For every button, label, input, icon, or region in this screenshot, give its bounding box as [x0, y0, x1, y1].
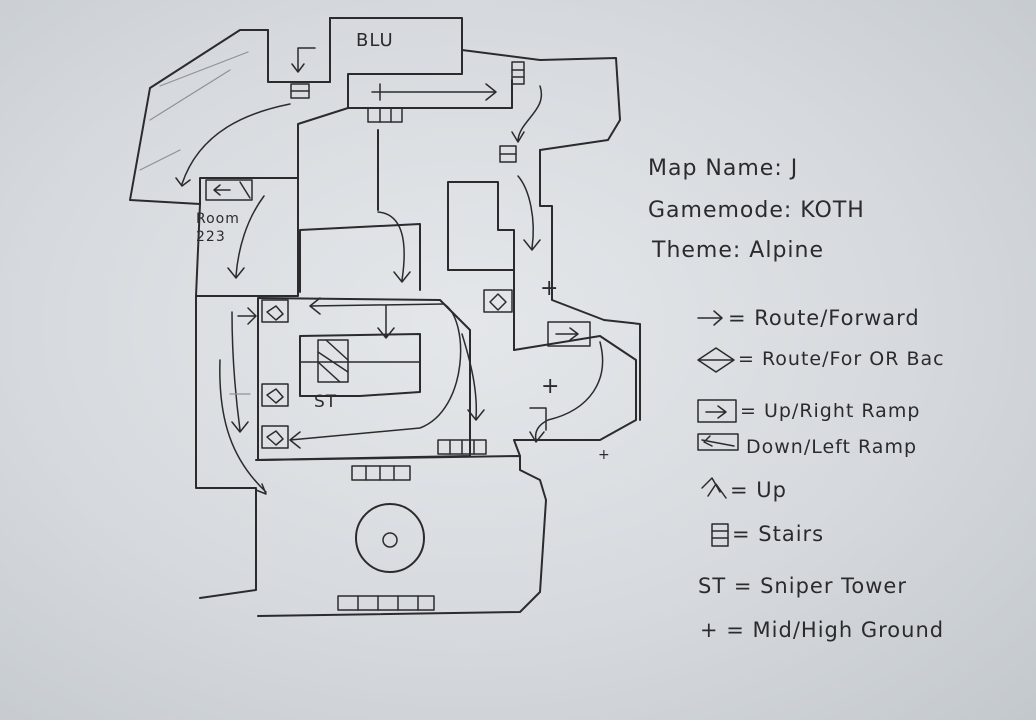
- ramp-mid-2: [261, 383, 289, 407]
- gamemode-text: Gamemode: KOTH: [648, 198, 865, 223]
- mid-route-curve: [289, 303, 462, 449]
- ramp-mid-1: [261, 299, 289, 323]
- legend-stairs-icon: [711, 523, 729, 547]
- legend-up-chevron-icon: [701, 477, 727, 499]
- right-room-outline: [513, 335, 637, 441]
- legend-down-left-ramp-icon: [697, 433, 739, 451]
- control-point-outer: [355, 503, 425, 573]
- legend-up-right-ramp-icon: [697, 399, 737, 423]
- stairs-lower-1: [351, 465, 411, 481]
- blu-base-outline: [267, 17, 513, 109]
- mid-route-right: [461, 333, 485, 421]
- legend-stairs: = Stairs: [732, 522, 825, 546]
- room-223-outline: [195, 177, 299, 297]
- left-outer-wall: [195, 295, 257, 599]
- room-223-ramp: [205, 179, 253, 201]
- blu-base-left-wing: [129, 29, 269, 205]
- control-point-inner: [382, 532, 398, 548]
- right-entry-ramp: [547, 321, 591, 347]
- right-tower-route: [511, 85, 543, 143]
- stairs-blu-right: [511, 61, 525, 85]
- mid-route-down: [377, 305, 395, 339]
- legend-route-forward: = Route/Forward: [728, 306, 920, 330]
- ramp-mid-3: [261, 425, 289, 449]
- legend-arrow-icon: [697, 310, 723, 326]
- left-route-1: [231, 311, 249, 433]
- blu-exit-arrow: [175, 103, 291, 187]
- legend-sniper-tower: ST = Sniper Tower: [698, 574, 907, 598]
- right-column-wall: [539, 149, 641, 421]
- ramp-center-dark: [317, 339, 349, 383]
- legend-mid-high-ground: + = Mid/High Ground: [700, 618, 945, 642]
- theme-text: Theme: Alpine: [652, 238, 825, 263]
- legend-down-left-ramp: Down/Left Ramp: [746, 436, 918, 458]
- sniper-tower-label: ST: [314, 392, 338, 412]
- room-223-arrow: [227, 195, 265, 279]
- stairs-blu-mid: [367, 107, 403, 123]
- plus-icon: +: [541, 374, 560, 399]
- center-hall-arrow: [377, 211, 411, 283]
- blu-base-right-wing: [461, 49, 621, 151]
- middle-building-inner: [299, 333, 421, 397]
- blu-base-label: BLU: [356, 30, 394, 51]
- legend-route-for-or-bac: = Route/For OR Bac: [738, 348, 945, 370]
- spawn-arrow-bar: [371, 83, 497, 101]
- stairs-lower-3: [337, 595, 435, 611]
- plus-icon: +: [598, 447, 610, 463]
- right-building-block: [447, 181, 515, 351]
- right-lower-wall: [513, 439, 521, 457]
- lower-area-outline: [255, 455, 547, 617]
- plus-icon: +: [540, 276, 559, 301]
- room-223-label: Room 223: [196, 211, 240, 245]
- upper-center-hall: [299, 223, 421, 293]
- legend-up: = Up: [730, 478, 787, 502]
- right-room-bracket: [529, 407, 547, 431]
- legend-up-right-ramp: = Up/Right Ramp: [740, 400, 921, 422]
- left-route-2: [219, 359, 267, 495]
- right-room-route: [529, 341, 604, 443]
- legend-diamond-icon: [697, 347, 735, 373]
- map-name-text: Map Name: J: [648, 156, 799, 181]
- left-wing-shading: [139, 51, 249, 171]
- mid-route-top: [309, 297, 445, 315]
- mid-route-left: [237, 307, 257, 325]
- spawn-arrow-left: [291, 47, 316, 73]
- right-down-arrow: [517, 175, 541, 251]
- middle-building-outer: [257, 297, 471, 461]
- ramp-upper-right: [483, 289, 513, 313]
